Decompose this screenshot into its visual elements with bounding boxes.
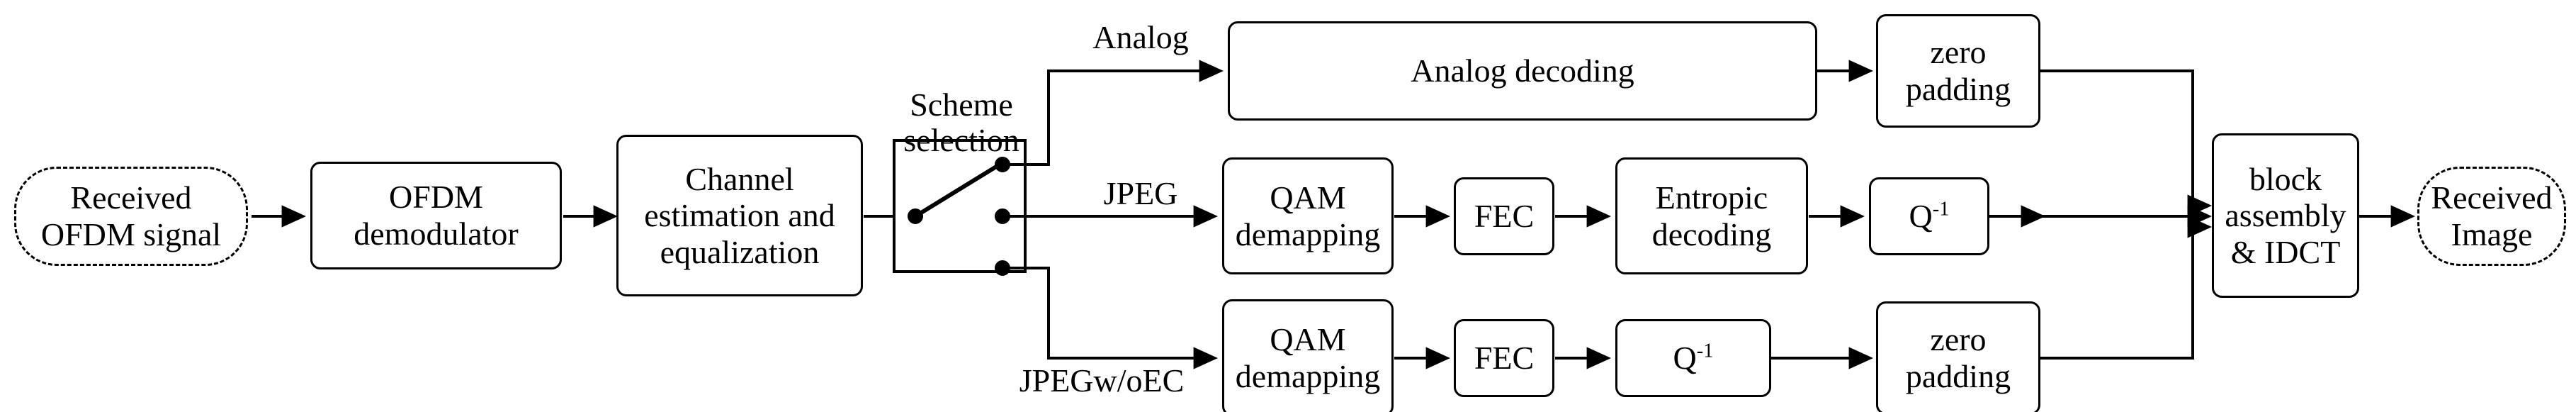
label-scheme-selection: Scheme selection — [880, 51, 1043, 159]
label-branch-jpeg: JPEG — [1070, 175, 1211, 212]
node-qam-demapping-middle: QAM demapping — [1222, 157, 1394, 274]
node-block-assembly-idct-label: block assembly & IDCT — [2225, 160, 2346, 270]
node-fec-bottom-label: FEC — [1474, 340, 1535, 377]
node-analog-decoding-label: Analog decoding — [1411, 52, 1634, 89]
label-branch-jpeg-text: JPEG — [1103, 175, 1178, 211]
node-q-inverse-middle: Q-1 — [1869, 177, 1989, 255]
node-q-inverse-bottom-exponent: -1 — [1696, 340, 1714, 362]
node-channel-estimation: Channel estimation and equalization — [616, 135, 863, 296]
node-block-assembly-idct: block assembly & IDCT — [2212, 133, 2359, 298]
label-scheme-selection-text: Scheme selection — [903, 86, 1019, 159]
node-zero-padding-bottom: zero padding — [1876, 301, 2040, 412]
node-q-inverse-middle-base: Q — [1909, 198, 1933, 235]
label-branch-analog: Analog — [1063, 19, 1219, 56]
node-received-ofdm-signal-label: Received OFDM signal — [40, 179, 222, 252]
node-q-inverse-middle-exponent: -1 — [1932, 198, 1950, 221]
node-q-inverse-bottom-base: Q — [1673, 340, 1697, 377]
node-zero-padding-top-label: zero padding — [1905, 34, 2011, 107]
node-qam-demapping-bottom: QAM demapping — [1222, 299, 1394, 412]
node-received-image: Received Image — [2417, 167, 2566, 266]
node-channel-estimation-label: Channel estimation and equalization — [644, 160, 835, 270]
node-fec-middle: FEC — [1454, 177, 1554, 255]
node-received-image-label: Received Image — [2431, 179, 2553, 252]
node-q-inverse-bottom-label: Q-1 — [1673, 340, 1714, 377]
node-zero-padding-top: zero padding — [1876, 14, 2040, 128]
node-q-inverse-middle-label: Q-1 — [1909, 198, 1950, 235]
node-q-inverse-bottom: Q-1 — [1615, 319, 1771, 397]
label-branch-analog-text: Analog — [1092, 19, 1189, 55]
node-entropic-decoding: Entropic decoding — [1615, 157, 1808, 274]
node-fec-bottom: FEC — [1454, 319, 1554, 397]
node-analog-decoding: Analog decoding — [1228, 21, 1817, 121]
node-qam-demapping-bottom-label: QAM demapping — [1235, 321, 1381, 394]
node-zero-padding-bottom-label: zero padding — [1905, 321, 2011, 394]
node-ofdm-demodulator: OFDM demodulator — [310, 162, 562, 269]
node-ofdm-demodulator-label: OFDM demodulator — [354, 179, 519, 252]
node-qam-demapping-middle-label: QAM demapping — [1235, 179, 1381, 252]
label-branch-jpegwoec: JPEGw/oEC — [988, 362, 1215, 399]
label-branch-jpegwoec-text: JPEGw/oEC — [1019, 362, 1185, 399]
node-received-ofdm-signal: Received OFDM signal — [14, 167, 248, 266]
node-fec-middle-label: FEC — [1474, 198, 1535, 235]
node-entropic-decoding-label: Entropic decoding — [1651, 179, 1772, 252]
